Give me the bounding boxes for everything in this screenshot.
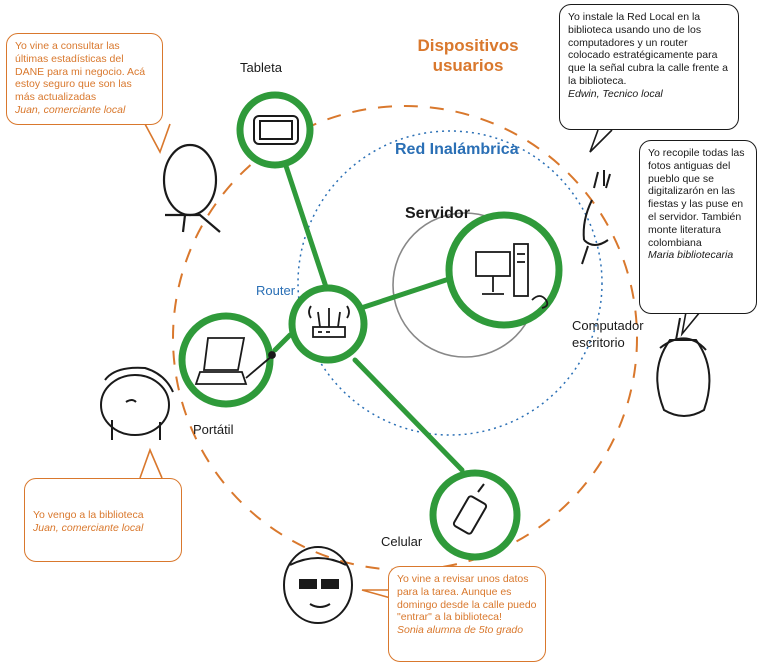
- bubble-juan-top-text: Yo vine a consultar las últimas estadíst…: [15, 40, 146, 104]
- tail-edwin: [589, 129, 613, 153]
- title-server: Servidor: [405, 205, 470, 222]
- bubble-sonia-who: Sonia alumna de 5to grado: [397, 624, 524, 637]
- bubble-sonia-text: Yo vine a revisar unos datos para la tar…: [397, 573, 537, 624]
- tablet-icon: [253, 115, 299, 145]
- bubble-edwin: Yo instale la Red Local en la biblioteca…: [559, 4, 739, 130]
- label-phone: Celular: [381, 534, 423, 549]
- bubble-edwin-who: Edwin, Tecnico local: [568, 87, 663, 100]
- link-router-tablet: [282, 160, 330, 293]
- bubble-juan-bottom-text: Yo vengo a la biblioteca: [33, 509, 144, 521]
- tail-juan-top: [144, 123, 171, 154]
- link-router-laptop: [272, 332, 293, 353]
- bubble-juan-bottom: Yo vengo a la biblioteca Juan, comercian…: [24, 478, 182, 562]
- title-wireless: Red Inalámbrica: [395, 141, 519, 158]
- router-icon: [308, 305, 350, 338]
- tablet-node[interactable]: [236, 91, 314, 169]
- title-devices: Dispositivos usuarios: [417, 36, 519, 75]
- laptop-icon: [194, 337, 276, 385]
- desktop-node[interactable]: [445, 211, 563, 329]
- bubble-juan-top-who: Juan, comerciante local: [15, 103, 126, 116]
- person-maria: [656, 317, 711, 417]
- phone-node[interactable]: [429, 469, 521, 561]
- bubble-edwin-text: Yo instale la Red Local en la biblioteca…: [568, 11, 728, 87]
- bubble-maria-text: Yo recopile todas las fotos antiguas del…: [648, 147, 745, 249]
- person-edwin: [581, 170, 611, 265]
- wireless-circle: [297, 130, 603, 436]
- bubble-maria-who: Maria bibliotecaria: [648, 249, 734, 262]
- link-router-phone: [352, 357, 465, 473]
- label-desktop: Computador escritorio: [572, 318, 644, 350]
- tail-maria: [680, 311, 701, 337]
- link-router-desktop: [352, 275, 455, 313]
- router-node[interactable]: [288, 284, 368, 364]
- label-router: Router: [256, 283, 296, 298]
- desktop-icon: [475, 243, 549, 309]
- person-sonia: [283, 546, 353, 624]
- bubble-juan-bottom-who: Juan, comerciante local: [33, 521, 144, 534]
- tail-juan-bottom: [139, 447, 163, 479]
- laptop-node[interactable]: [178, 312, 274, 408]
- label-laptop: Portátil: [193, 422, 234, 437]
- bubble-maria: Yo recopile todas las fotos antiguas del…: [639, 140, 757, 314]
- phone-icon: [452, 483, 488, 535]
- person-top-left: [162, 143, 221, 233]
- network-links: [272, 160, 465, 473]
- bubble-sonia: Yo vine a revisar unos datos para la tar…: [388, 566, 546, 662]
- bubble-juan-top: Yo vine a consultar las últimas estadíst…: [6, 33, 163, 125]
- label-tablet: Tableta: [240, 60, 282, 75]
- person-left: [100, 366, 174, 440]
